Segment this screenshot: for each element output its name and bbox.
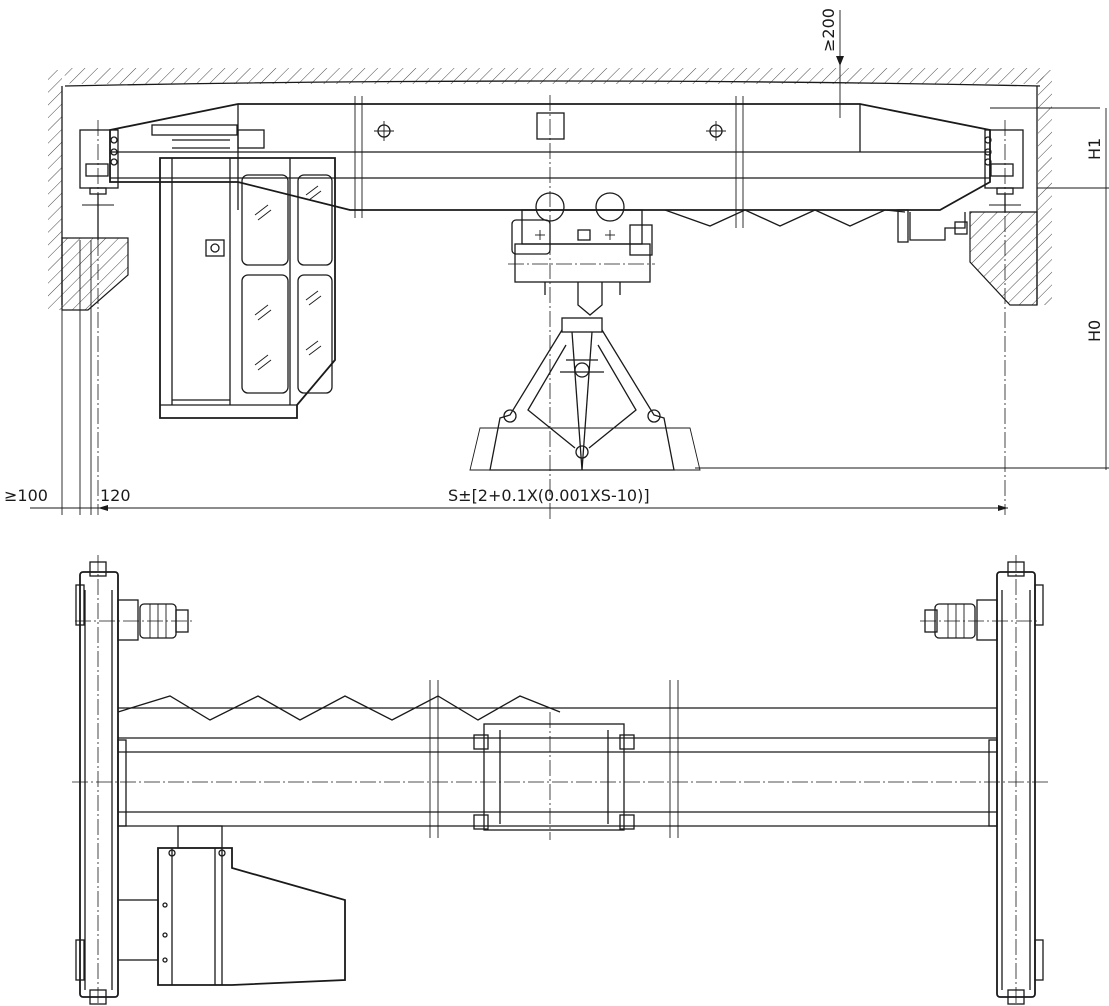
- right-end-truck: [920, 555, 1044, 1006]
- rail-offset-label: 120: [100, 486, 131, 505]
- top-clearance-label: ≥200: [819, 8, 838, 52]
- hoist-trolley: [508, 192, 655, 316]
- right-wall-hatch: [1038, 70, 1052, 305]
- elevation-view: ≥200 H1 H0 ≥100 120 S±[2+0.1X(0.001XS-10…: [4, 8, 1109, 520]
- right-corbel: [969, 211, 1038, 306]
- left-corbel: [61, 237, 129, 311]
- plan-view: [72, 555, 1050, 1006]
- ceiling-hatch: [60, 68, 1048, 84]
- plan-girder: [72, 680, 1050, 838]
- ceiling-line: [64, 80, 1041, 87]
- h0-label: H0: [1085, 320, 1104, 342]
- left-wall-hatch: [48, 70, 62, 310]
- main-girder: [109, 95, 991, 520]
- h1-label: H1: [1085, 138, 1104, 160]
- clamshell-grab: [469, 317, 701, 471]
- left-end-truck: [75, 555, 195, 1006]
- operator-cab: [151, 124, 336, 419]
- plan-trolley: [473, 712, 635, 840]
- span-label: S±[2+0.1X(0.001XS-10)]: [448, 486, 650, 505]
- left-end-carriage: [79, 120, 119, 515]
- dimension-lines: ≥200 H1 H0 ≥100 120 S±[2+0.1X(0.001XS-10…: [4, 8, 1109, 515]
- wall-gap-label: ≥100: [4, 486, 48, 505]
- right-end-carriage: [897, 120, 1024, 515]
- plan-cab: [117, 825, 346, 986]
